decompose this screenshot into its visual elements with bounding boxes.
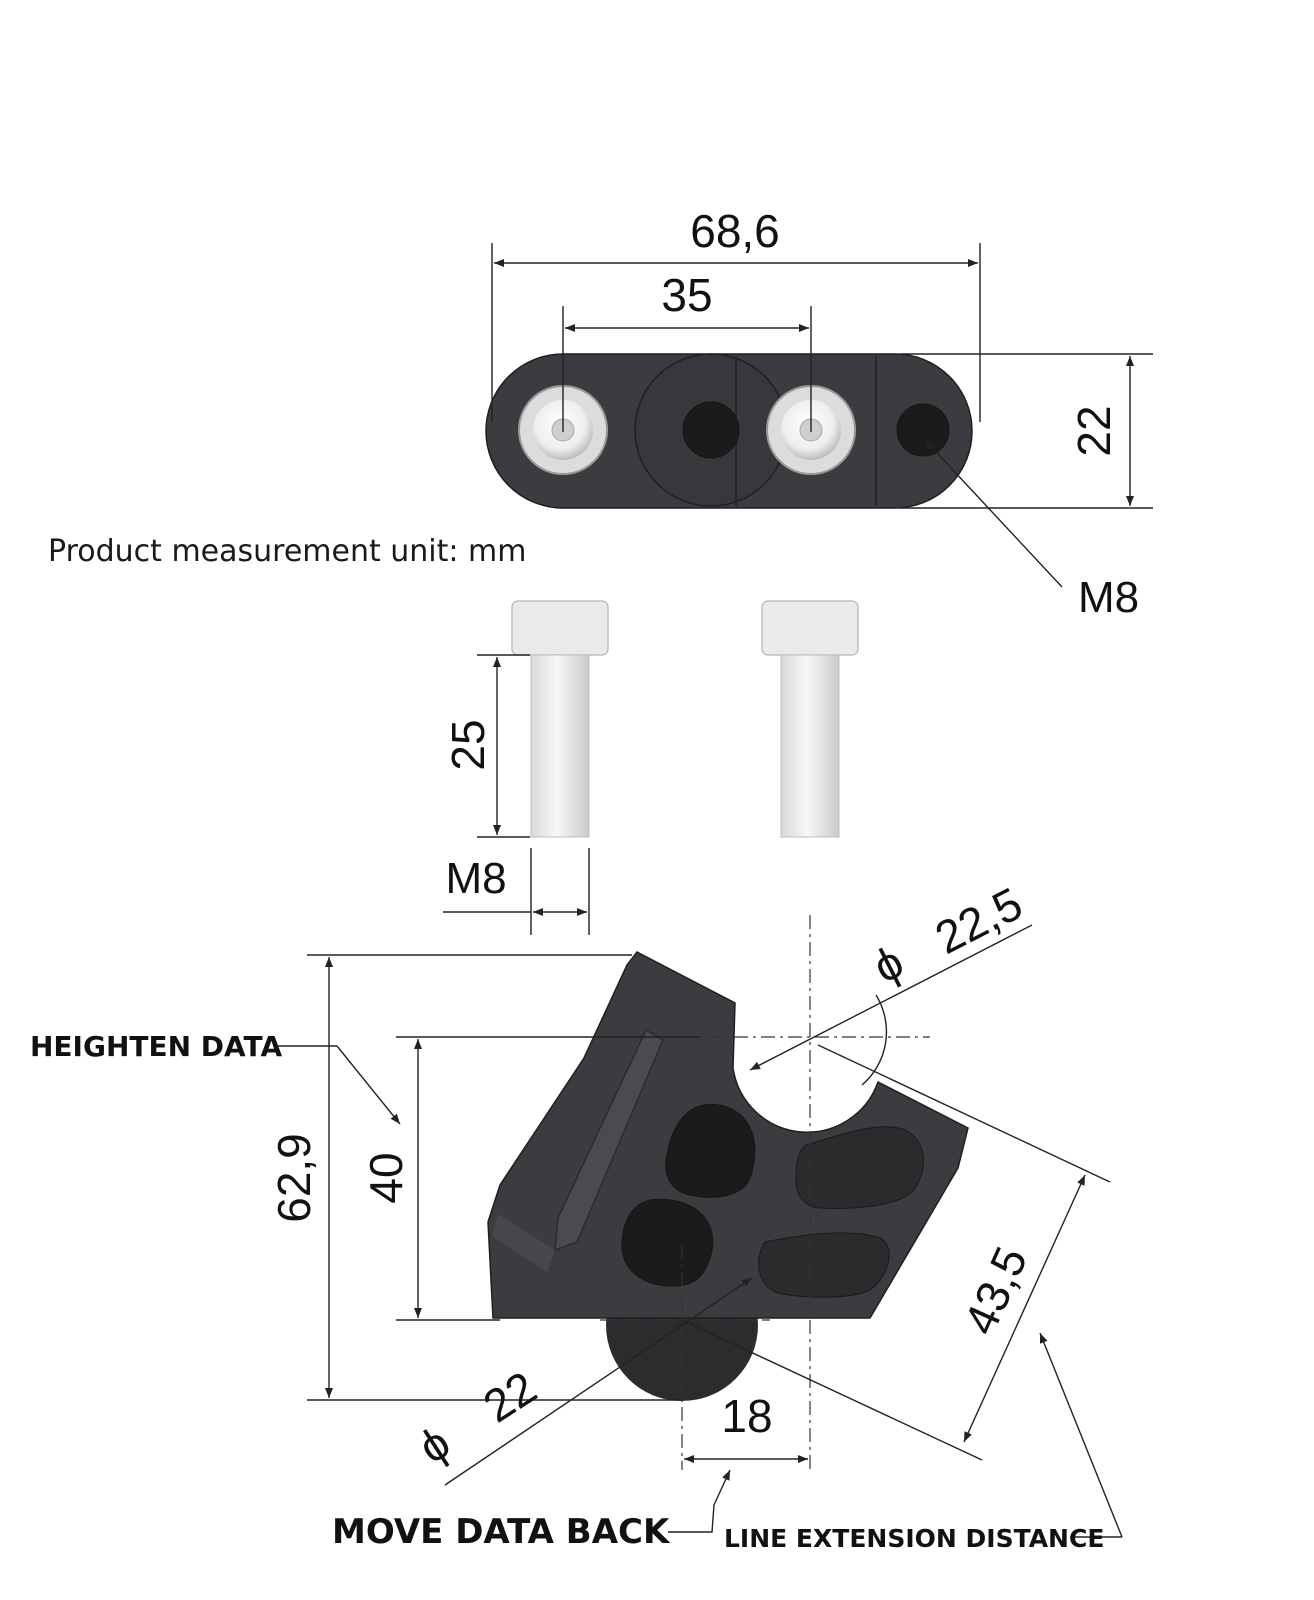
heighten-data-label: HEIGHTEN DATA bbox=[30, 1030, 282, 1063]
dim-43-5-label: 43,5 bbox=[953, 1239, 1037, 1342]
move-data-back-label: MOVE DATA BACK bbox=[332, 1512, 671, 1552]
dim-40-label: 40 bbox=[360, 1152, 412, 1203]
callout-m8-bar: M8 bbox=[924, 439, 1139, 622]
dimension-dia-22-5: ϕ 22,5 bbox=[749, 877, 1033, 1086]
dimension-25: 25 bbox=[442, 654, 530, 838]
bolt-left bbox=[511, 600, 609, 838]
dimension-68-6: 68,6 bbox=[491, 205, 981, 422]
callout-heighten: HEIGHTEN DATA bbox=[30, 1030, 401, 1125]
dimension-18: 18 bbox=[684, 1390, 808, 1463]
m8-bar-label: M8 bbox=[1078, 573, 1139, 622]
svg-text:ϕ: ϕ bbox=[865, 935, 912, 993]
phi-symbol-lower: ϕ bbox=[409, 1416, 459, 1474]
dim-68-6-label: 68,6 bbox=[690, 205, 780, 257]
m8-bolt-label: M8 bbox=[445, 854, 506, 903]
dim-22-bar-label: 22 bbox=[1068, 405, 1120, 456]
dim-18-label: 18 bbox=[721, 1390, 772, 1442]
bracket-hole-upper bbox=[665, 1103, 756, 1198]
bracket bbox=[487, 951, 969, 1401]
centerlines bbox=[600, 915, 930, 1470]
dim-35-label: 35 bbox=[661, 269, 712, 321]
unit-note: Product measurement unit: mm bbox=[48, 534, 527, 569]
svg-text:ϕ: ϕ bbox=[409, 1416, 459, 1474]
riser-bar bbox=[485, 353, 973, 509]
dim-25-label: 25 bbox=[442, 719, 494, 770]
bracket-hole-lower bbox=[621, 1198, 714, 1287]
bolt-right bbox=[761, 600, 859, 838]
dim-62-9-label: 62,9 bbox=[268, 1133, 320, 1223]
bar-hole-center bbox=[682, 401, 740, 459]
dim-22-label: 22 bbox=[474, 1361, 545, 1432]
dim-22-5-label: 22,5 bbox=[927, 877, 1030, 964]
dimension-40: 40 bbox=[360, 1036, 700, 1321]
phi-symbol-upper: ϕ bbox=[865, 935, 912, 993]
dimension-35: 35 bbox=[562, 269, 812, 432]
callout-line-extension: LINE EXTENSION DISTANCE bbox=[724, 1332, 1123, 1553]
dimension-22-bar: 22 bbox=[900, 353, 1153, 509]
callout-move-back: MOVE DATA BACK bbox=[332, 1469, 731, 1552]
line-extension-distance-label: LINE EXTENSION DISTANCE bbox=[724, 1524, 1104, 1553]
dimension-m8-bolt: M8 bbox=[443, 848, 590, 935]
dimension-62-9: 62,9 bbox=[268, 954, 682, 1401]
bar-hole-m8 bbox=[896, 403, 950, 457]
